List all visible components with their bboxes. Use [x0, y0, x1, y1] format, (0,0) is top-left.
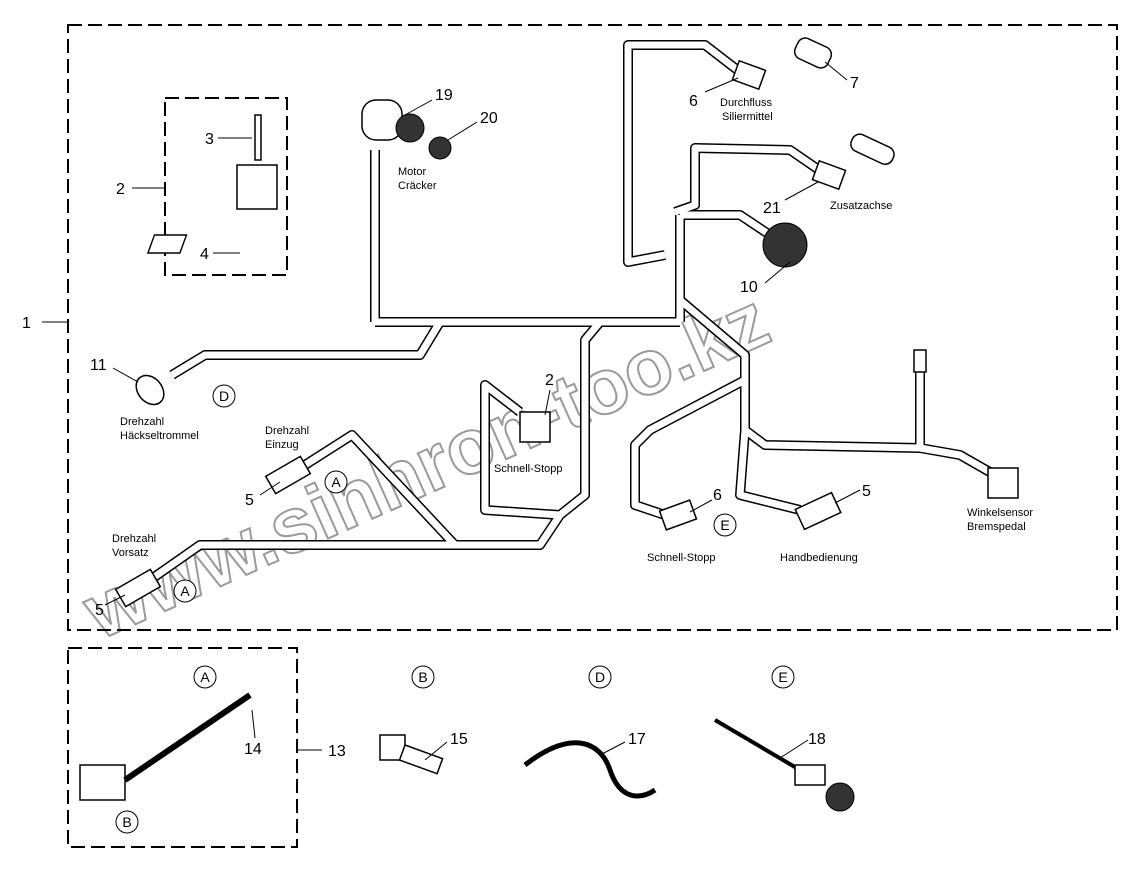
harness-wires — [147, 40, 998, 585]
connector-winkelsensor — [987, 467, 1019, 499]
seal-4 — [146, 234, 188, 254]
connector-5-vorsatz — [114, 568, 162, 608]
label-schnell-stopp-1: Schnell-Stopp — [494, 463, 563, 475]
callout-5-vorsatz: 5 — [95, 602, 104, 619]
callout-4: 4 — [200, 246, 209, 263]
part-18-socket — [825, 782, 855, 812]
wire-outline — [169, 319, 445, 380]
wire-fill — [736, 380, 801, 514]
label-handbedienung: Handbedienung — [780, 552, 858, 564]
connector-19 — [361, 99, 403, 141]
connector-zusatzachse — [850, 133, 895, 165]
wire-fill — [680, 211, 772, 238]
callout-7: 7 — [850, 75, 859, 92]
callout-3: 3 — [205, 131, 214, 148]
callout-2: 2 — [116, 181, 125, 198]
bolt-3 — [254, 114, 262, 161]
circle-a-einzug: A — [331, 474, 341, 490]
label-haeckseltrommel: Häckseltrommel — [120, 430, 199, 442]
wire-fill — [742, 427, 997, 479]
circle-a-vorsatz: A — [180, 583, 190, 599]
label-drehzahl-3: Drehzahl — [112, 533, 156, 545]
connector-6-top — [731, 59, 767, 91]
circle-b: B — [418, 669, 427, 685]
label-siliermittel: Siliermittel — [722, 111, 773, 123]
label-winkelsensor: Winkelsensor — [967, 507, 1033, 519]
callout-6-top: 6 — [689, 93, 698, 110]
connectors — [79, 37, 1019, 812]
main-harness-group-box — [67, 24, 1118, 631]
circle-e: E — [720, 517, 729, 533]
callout-5-einzug: 5 — [245, 492, 254, 509]
callout-1: 1 — [22, 315, 31, 332]
callout-18: 18 — [808, 731, 826, 748]
callout-20: 20 — [480, 110, 498, 127]
label-cracker: Cräcker — [398, 180, 437, 192]
leader-lines — [42, 61, 861, 761]
connector-10 — [762, 222, 808, 268]
callout-19: 19 — [435, 87, 453, 104]
wire-fill — [303, 431, 458, 548]
cable-17 — [523, 740, 657, 799]
connector-21 — [811, 159, 847, 191]
solenoid-top — [236, 164, 278, 210]
callout-10: 10 — [740, 279, 758, 296]
circle-a-kit: A — [200, 669, 210, 685]
label-durchfluss: Durchfluss — [720, 97, 772, 109]
wire-fill — [170, 320, 443, 378]
wire-fill — [481, 381, 561, 519]
cable-18 — [713, 718, 802, 772]
callout-13: 13 — [328, 743, 346, 760]
label-motor: Motor — [398, 166, 426, 178]
adapter-kit-box — [67, 647, 298, 848]
connector-6-e — [658, 499, 698, 531]
callout-11: 11 — [90, 357, 107, 374]
connector-20 — [428, 136, 452, 160]
wire-fill — [624, 41, 743, 266]
connector-11 — [135, 374, 165, 406]
callout-14: 14 — [244, 741, 262, 758]
callout-5-hand: 5 — [862, 483, 871, 500]
wire-fill — [631, 297, 749, 519]
solenoid-kit-box — [164, 97, 288, 276]
wire-fill — [147, 541, 470, 583]
circle-b-kit: B — [122, 814, 131, 830]
connector-5-hand — [794, 491, 842, 531]
circle-d: D — [219, 388, 229, 404]
label-drehzahl-2: Drehzahl — [265, 425, 309, 437]
part-15 — [398, 744, 444, 775]
callout-6-e: 6 — [713, 487, 722, 504]
label-bremspedal: Bremspedal — [967, 521, 1026, 533]
circled-letters: D A A E A B B D E — [115, 384, 795, 834]
label-vorsatz: Vorsatz — [112, 547, 149, 559]
callout-17: 17 — [628, 731, 646, 748]
sensor-bremspedal — [913, 349, 927, 373]
label-einzug: Einzug — [265, 439, 299, 451]
callout-21: 21 — [763, 200, 781, 217]
wire-fill — [673, 144, 824, 216]
callout-2-schnellstopp: 2 — [545, 372, 554, 389]
callout-15: 15 — [450, 731, 468, 748]
solenoid-2 — [519, 411, 551, 443]
connector-19-socket — [395, 113, 425, 143]
part-18-box — [794, 764, 826, 786]
label-zusatzachse: Zusatzachse — [830, 200, 892, 212]
label-drehzahl-1: Drehzahl — [120, 416, 164, 428]
circle-e-top: E — [778, 669, 787, 685]
adapter-14-cable — [123, 692, 252, 783]
circle-d-top: D — [595, 669, 605, 685]
label-schnell-stopp-2: Schnell-Stopp — [647, 552, 716, 564]
adapter-14-plug — [79, 764, 126, 801]
wire-fill — [470, 319, 603, 549]
connector-7 — [793, 37, 833, 69]
